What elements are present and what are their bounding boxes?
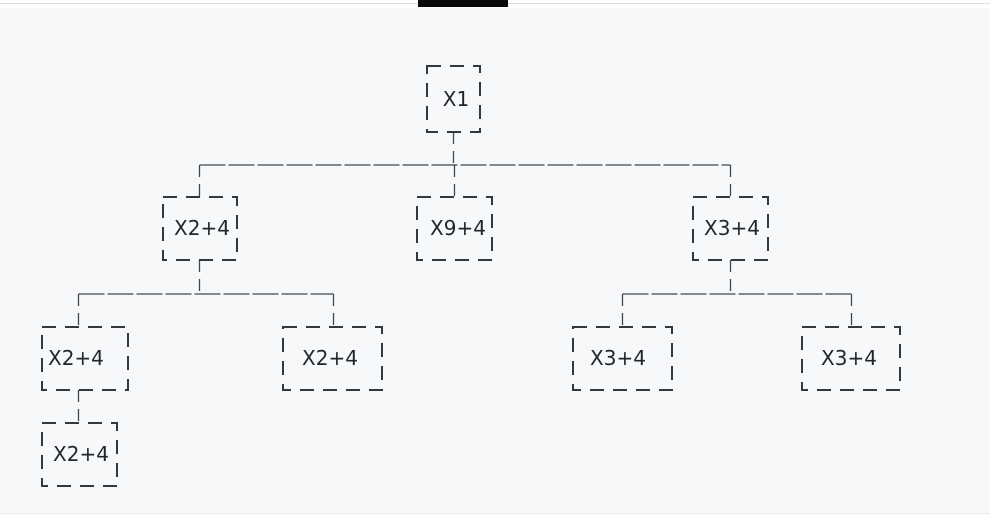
node-label: X2+4 [174, 216, 230, 240]
node-label: X1 [443, 87, 469, 111]
tree-node-grandchild-right-2: X3+4 [801, 326, 901, 391]
tree-node-grandchild-left-1: X2+4 [41, 326, 129, 391]
tree-node-child-right: X3+4 [692, 196, 769, 261]
node-box [162, 196, 238, 261]
tree-node-root: X1 [426, 65, 481, 133]
connectors [77, 132, 853, 423]
tree-node-child-left: X2+4 [162, 196, 238, 261]
tree-node-grandchild-left-2: X2+4 [282, 326, 383, 391]
node-label: X3+4 [704, 216, 760, 240]
tree-node-child-middle: X9+4 [416, 196, 493, 261]
node-box [801, 326, 901, 391]
node-label: X2+4 [48, 346, 104, 370]
node-box [426, 65, 481, 133]
top-strip [0, 0, 990, 8]
node-label: X2+4 [53, 442, 109, 466]
node-label: X3+4 [590, 346, 646, 370]
tree-node-great-grandchild: X2+4 [41, 422, 118, 487]
node-label: X3+4 [821, 346, 877, 370]
node-box [572, 326, 673, 391]
tree-node-grandchild-right-1: X3+4 [572, 326, 673, 391]
node-box [41, 326, 129, 391]
top-black-bar [418, 0, 508, 7]
node-box [282, 326, 383, 391]
node-label: X9+4 [430, 216, 486, 240]
node-label: X2+4 [302, 346, 358, 370]
